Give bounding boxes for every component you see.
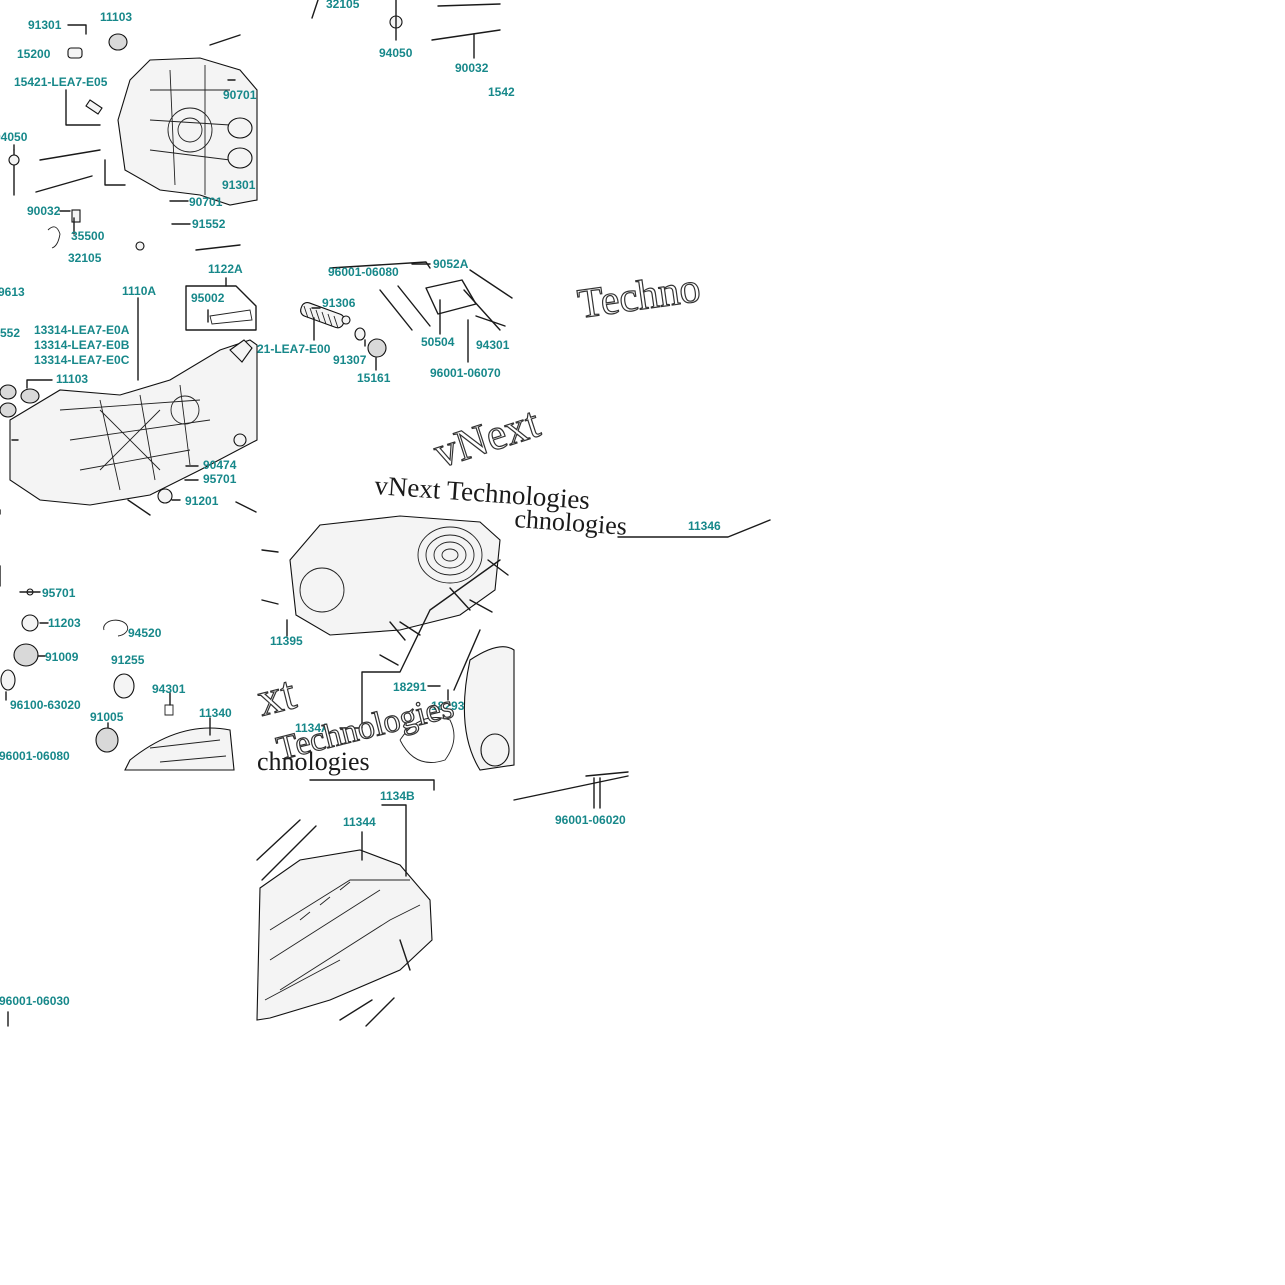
- watermark-text: xt: [252, 666, 302, 727]
- tile-kickstart-parts: 96001-06080 9052A 91306 21-LEA7-E00 9130…: [257, 257, 591, 515]
- bearing-11103-drawing: [108, 33, 128, 51]
- part-label: 95701: [42, 586, 76, 600]
- part-label: 91255: [111, 653, 145, 667]
- part-label: 96001-06030: [0, 994, 70, 1008]
- part-label: 13314-LEA7-E0A: [34, 323, 130, 337]
- seal-15161-drawing: [367, 338, 387, 358]
- part-label: 11340: [199, 706, 232, 720]
- part-label: 94050: [379, 46, 413, 60]
- part-label: 11344: [343, 815, 376, 829]
- part-label: 1122A: [208, 262, 243, 276]
- part-label: 90032: [27, 204, 61, 218]
- part-label: 90474: [203, 458, 237, 472]
- part-label: 50504: [421, 335, 455, 349]
- part-label: 15200: [17, 47, 51, 61]
- part-label: 35500: [71, 229, 105, 243]
- outer-cover-drawing: [256, 849, 433, 1021]
- tile-watermark-right: Techno: [574, 265, 703, 329]
- tile-crankcase-left: 9613 1110A 1122A 95002 552 13314-LEA7-E0…: [0, 262, 258, 516]
- part-label: 21-LEA7-E00: [257, 342, 331, 356]
- part-label: 11103: [56, 372, 88, 386]
- part-label: 96001-06020: [555, 813, 626, 827]
- part-label: 91301: [222, 178, 256, 192]
- part-label: 1110A: [122, 284, 156, 298]
- tile-crankcase-right-top: 91301 11103 15200 15421-LEA7-E05 94050 9…: [0, 10, 258, 265]
- part-label: 13314-LEA7-E0B: [34, 338, 130, 352]
- part-label: 91306: [322, 296, 356, 310]
- part-label: 91201: [185, 494, 219, 508]
- part-label: 18293: [431, 699, 465, 713]
- part-label: 91301: [28, 18, 62, 32]
- part-label: 96100-63020: [10, 698, 81, 712]
- part-label: 95701: [203, 472, 237, 486]
- part-label: 90032: [455, 61, 489, 75]
- tile-bottom-left: 96001-06030: [0, 994, 70, 1027]
- part-label: 90701: [223, 88, 257, 102]
- tile-cvt-cover: 11395 18291 18293 1134A xt Technologies …: [251, 515, 515, 776]
- part-label: 32105: [68, 251, 102, 265]
- part-label: 18291: [393, 680, 427, 694]
- part-label: 95002: [191, 291, 225, 305]
- crankcase-half-drawing: [117, 57, 258, 206]
- tile-upper-right-leader: chnologies 11346: [514, 504, 771, 541]
- part-label: 96001-06070: [430, 366, 501, 380]
- tile-outer-cover: 1134B 11344: [256, 779, 435, 1027]
- part-label: 94520: [128, 626, 162, 640]
- part-label: 11395: [270, 634, 303, 648]
- part-label: 15421-LEA7-E05: [14, 75, 108, 89]
- part-label: 91552: [192, 217, 226, 231]
- crankcase-left-drawing: [9, 339, 258, 506]
- watermark-text: chnologies: [514, 504, 628, 541]
- part-label: 11203: [48, 616, 81, 630]
- part-label: 94301: [152, 682, 186, 696]
- part-label: 32105: [326, 0, 360, 11]
- part-label: 15161: [357, 371, 391, 385]
- callout-box: [185, 285, 257, 331]
- part-label: 1134B: [380, 789, 415, 803]
- part-label: 90701: [189, 195, 223, 209]
- cvt-cover-drawing: [289, 515, 501, 636]
- part-label: 91009: [45, 650, 79, 664]
- tile-bolts-top: 32105 94050 90032 1542: [311, 0, 515, 99]
- part-label: 91307: [333, 353, 367, 367]
- part-label: 13314-LEA7-E0C: [34, 353, 130, 367]
- watermark-text: chnologies: [257, 747, 370, 776]
- part-label: 552: [0, 326, 20, 340]
- part-label: 96001-06080: [0, 749, 70, 763]
- part-label: 9613: [0, 285, 25, 299]
- part-label: 94050: [0, 130, 28, 144]
- part-label: 96001-06080: [328, 265, 399, 279]
- part-label: 94301: [476, 338, 510, 352]
- part-label: 91005: [90, 710, 124, 724]
- tile-bolts-bottom-right: 96001-06020: [513, 771, 629, 827]
- part-label: 9052A: [433, 257, 469, 271]
- watermark-text: Techno: [575, 265, 703, 328]
- watermark-text: vNext: [428, 398, 545, 478]
- tile-bearings-seals: 95701 11203 94520 91009 91255 96100-6302…: [0, 565, 235, 771]
- cover-drawing: [124, 727, 235, 771]
- part-label: 1542: [488, 85, 515, 99]
- part-label: 11346: [688, 519, 721, 533]
- part-label: 11103: [100, 10, 132, 24]
- part-label: 1134A: [295, 721, 330, 735]
